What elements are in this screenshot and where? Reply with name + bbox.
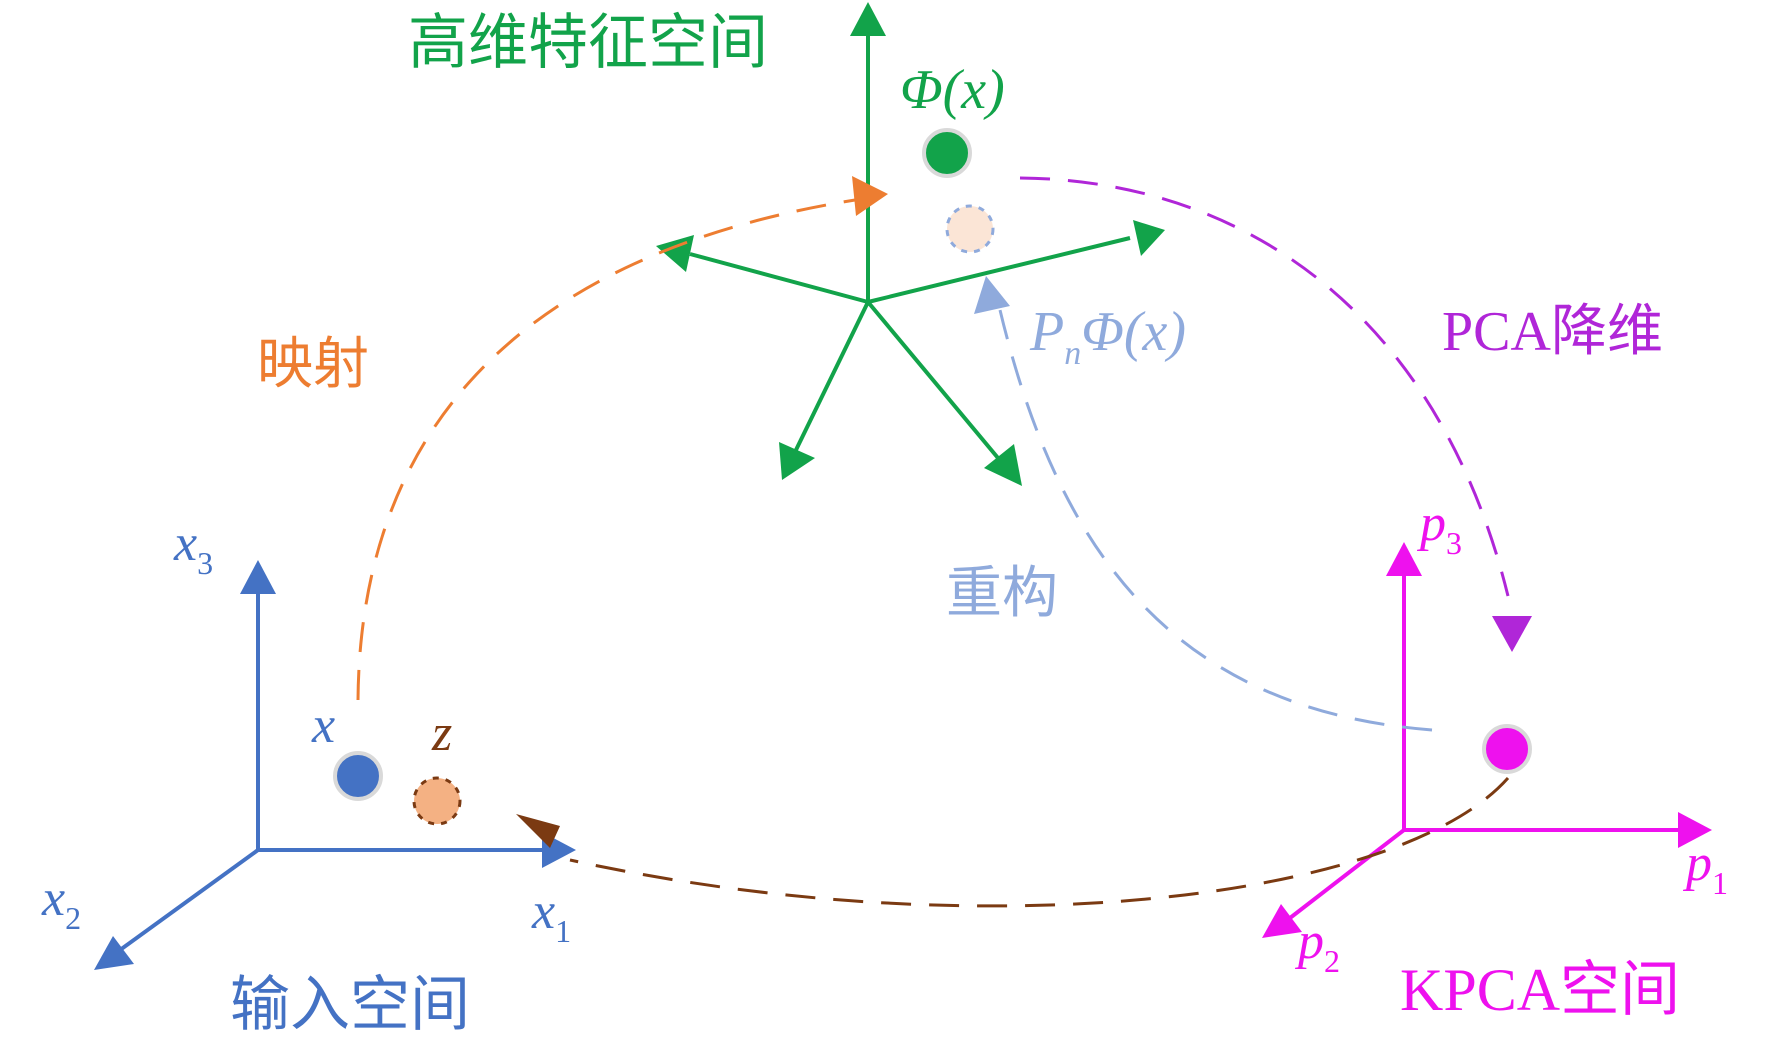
x2-axis-label: x2 bbox=[41, 870, 81, 936]
point-z-label: z bbox=[431, 705, 452, 762]
p1-sub: 1 bbox=[1712, 865, 1728, 901]
z-point bbox=[412, 776, 462, 826]
input-space-title: 输入空间 bbox=[230, 970, 470, 1039]
p3-main: p bbox=[1416, 495, 1446, 552]
kpca-point bbox=[1482, 724, 1532, 774]
input-axis-x3-arrowhead bbox=[240, 560, 276, 594]
mapping-curve bbox=[356, 196, 869, 701]
reconstruction-arrowhead bbox=[974, 276, 1010, 314]
feature-axis-down-right-arrowhead bbox=[984, 444, 1022, 486]
feature-axis-vertical-arrowhead bbox=[850, 2, 886, 36]
pn-phi-prefix: P bbox=[1029, 301, 1064, 363]
p1-main: p bbox=[1682, 835, 1712, 892]
feature-axis-right bbox=[867, 236, 1131, 304]
inverse-mapping-curve bbox=[569, 777, 1510, 908]
pn-phi-x-label: PnΦ(x) bbox=[1029, 301, 1186, 372]
kpca-axis-p3-arrowhead bbox=[1386, 542, 1422, 576]
kpca-axis-p2 bbox=[1288, 828, 1406, 920]
pca-arrowhead bbox=[1492, 616, 1532, 652]
mapping-label: 映射 bbox=[257, 332, 369, 397]
kpca-axis-p1-arrowhead bbox=[1678, 812, 1712, 848]
mapping-arrowhead bbox=[852, 176, 888, 216]
feature-axis-down-left bbox=[793, 301, 870, 453]
pn-phi-sub: n bbox=[1064, 335, 1081, 372]
feature-axis-down-left-arrowhead bbox=[779, 442, 815, 480]
phi-projection-point bbox=[945, 204, 995, 254]
feature-space-axes bbox=[656, 2, 1165, 486]
input-axis-x2 bbox=[118, 848, 260, 952]
feature-space-title: 高维特征空间 bbox=[408, 8, 768, 78]
kpca-space-axes bbox=[1262, 542, 1712, 938]
p3-sub: 3 bbox=[1446, 525, 1462, 561]
x1-axis-label: x1 bbox=[531, 883, 571, 949]
x3-axis-label: x3 bbox=[173, 515, 213, 581]
point-x-label: x bbox=[311, 697, 335, 754]
pca-reduction-label: PCA降维 bbox=[1442, 301, 1663, 363]
kpca-space-title: KPCA空间 bbox=[1400, 957, 1680, 1023]
input-axis-x2-arrowhead bbox=[94, 936, 134, 970]
x3-main: x bbox=[173, 515, 197, 572]
x2-sub: 2 bbox=[65, 900, 81, 936]
p2-axis-label: p2 bbox=[1294, 913, 1340, 979]
p3-axis-label: p3 bbox=[1416, 495, 1462, 561]
input-x-point bbox=[333, 751, 383, 801]
x1-sub: 1 bbox=[555, 913, 571, 949]
p2-sub: 2 bbox=[1324, 943, 1340, 979]
reconstruction-curve bbox=[998, 309, 1433, 732]
pn-phi-suffix: Φ(x) bbox=[1081, 301, 1186, 363]
feature-axis-left bbox=[689, 252, 869, 304]
x3-sub: 3 bbox=[197, 545, 213, 581]
kpca-axis-p2-arrowhead bbox=[1262, 904, 1302, 938]
phi-x-point bbox=[922, 128, 972, 178]
feature-axis-down-right bbox=[866, 300, 1000, 460]
feature-axis-right-arrowhead bbox=[1133, 220, 1165, 256]
input-space-axes bbox=[94, 560, 576, 970]
inverse-mapping-arrowhead bbox=[516, 814, 560, 848]
p2-main: p bbox=[1294, 913, 1324, 970]
x2-main: x bbox=[41, 870, 65, 927]
phi-x-label: Φ(x) bbox=[900, 59, 1005, 121]
pca-curve bbox=[1019, 176, 1510, 597]
reconstruction-label: 重构 bbox=[946, 561, 1058, 626]
x1-main: x bbox=[531, 883, 555, 940]
p1-axis-label: p1 bbox=[1682, 835, 1728, 901]
